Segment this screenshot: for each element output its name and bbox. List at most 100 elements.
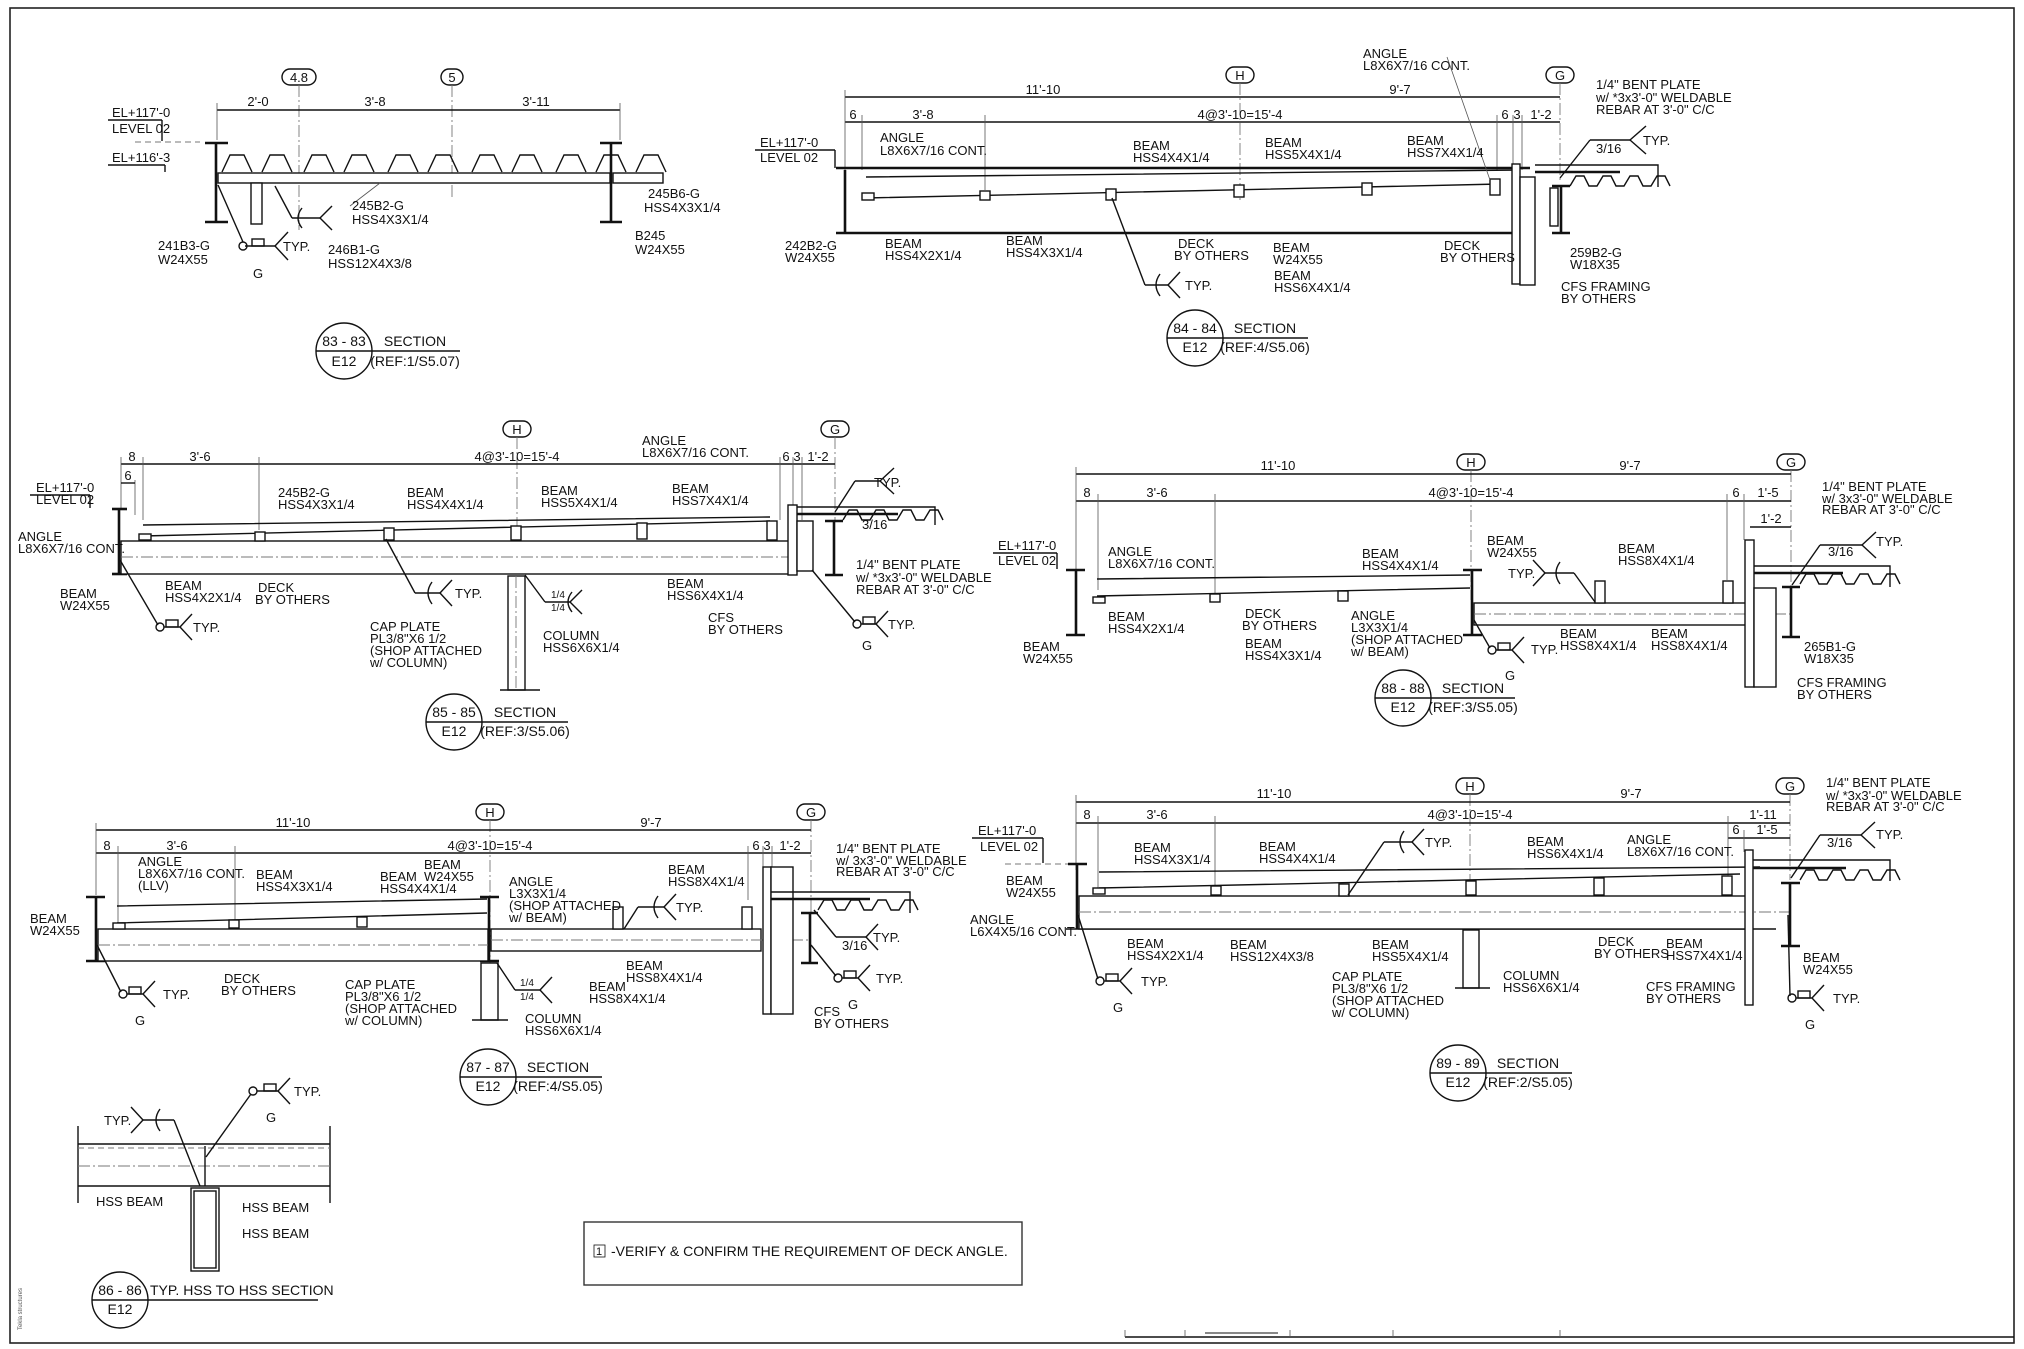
weld-symbol: TYP. — [623, 893, 703, 930]
drawing-label: H — [512, 422, 521, 437]
drawing-label: HSS12X4X3/8 — [1230, 949, 1314, 964]
drawing-label: BEAM — [1127, 936, 1164, 951]
drawing-label: L6X4X5/16 CONT. — [970, 924, 1077, 939]
drawing-label: BEAM — [1560, 626, 1597, 641]
drawing-label: E12 — [1391, 699, 1416, 715]
drawing-label: BEAM — [424, 857, 461, 872]
drawing-label: 1'-5 — [1756, 822, 1777, 837]
drawing-label: w/ COLUMN) — [344, 1013, 422, 1028]
drawing-label: HSS4X4X1/4 — [1362, 558, 1439, 573]
drawing-label: 6 — [849, 107, 856, 122]
drawing-label: REBAR AT 3'-0" C/C — [856, 582, 975, 597]
drawing-label: BEAM — [165, 578, 202, 593]
drawing-label: 259B2-G — [1570, 245, 1622, 260]
drawing-label: ANGLE — [1108, 544, 1152, 559]
drawing-label: 245B2-G — [352, 198, 404, 213]
drawing-label: 11'-10 — [1026, 82, 1061, 97]
drawing-label: E12 — [332, 353, 357, 369]
drawing-label: TYP. — [283, 239, 310, 254]
drawing-label: 3'-6 — [1146, 485, 1167, 500]
drawing-label: 265B1-G — [1804, 639, 1856, 654]
grid-bubble-h: H — [475, 803, 505, 821]
drawing-label: ANGLE — [1363, 46, 1407, 61]
drawing-label: TYP. — [1876, 827, 1903, 842]
drawing-label: CAP PLATE — [370, 619, 441, 634]
section-tag-89: 89 - 89 E12 SECTION (REF:2/S5.05) — [1429, 1044, 1573, 1102]
drawing-label: 246B1-G — [328, 242, 380, 257]
drawing-label: BEAM — [407, 485, 444, 500]
grid-bubble-g: G — [1775, 777, 1805, 795]
drawing-label: TYP. — [294, 1084, 321, 1099]
drawing-label: H — [1235, 68, 1244, 83]
drawing-label: 3/16 — [862, 517, 887, 532]
drawing-label: BEAM — [60, 586, 97, 601]
drawing-label: W18X35 — [1570, 257, 1620, 272]
drawing-label: COLUMN — [543, 628, 599, 643]
weld-symbol: TYP. — [1111, 197, 1212, 299]
drawing-label: HSS4X3X1/4 — [1134, 852, 1211, 867]
drawing-label: w/ 3x3'-0" WELDABLE — [835, 853, 967, 868]
drawing-label: 1'-2 — [807, 449, 828, 464]
drawing-label: w/ *3x3'-0" WELDABLE — [1825, 788, 1962, 803]
drawing-label: 6 — [1732, 822, 1739, 837]
drawing-label: TYP. HSS TO HSS SECTION — [150, 1282, 334, 1298]
drawing-label: 83 - 83 — [322, 333, 366, 349]
drawing-label: HSS8X4X1/4 — [1560, 638, 1637, 653]
drawing-label: HSS7X4X1/4 — [1407, 145, 1484, 160]
drawing-label: 3'-6 — [189, 449, 210, 464]
drawing-label: BEAM — [1618, 541, 1655, 556]
drawing-label: HSS4X2X1/4 — [885, 248, 962, 263]
weld-symbol: 3/16 TYP. — [1790, 821, 1903, 879]
drawing-label: L8X6X7/16 CONT. — [1363, 58, 1470, 73]
drawing-label: BEAM — [1527, 834, 1564, 849]
drawing-label: 87 - 87 — [466, 1059, 510, 1075]
weld-symbol: TYP. G — [96, 944, 190, 1028]
drawing-label: HSS4X3X1/4 — [278, 497, 355, 512]
drawing-label: BY OTHERS — [1440, 250, 1515, 265]
drawing-label: SECTION — [527, 1059, 589, 1075]
drawing-label: BEAM — [1259, 839, 1296, 854]
drawing-label: HSS4X3X1/4 — [256, 879, 333, 894]
drawing-label: CAP PLATE — [345, 977, 416, 992]
drawing-label: 1/4" BENT PLATE — [836, 841, 941, 856]
grid-bubble-5: 5 — [440, 68, 464, 86]
drawing-label: HSS6X4X1/4 — [1274, 280, 1351, 295]
drawing-label: W24X55 — [635, 242, 685, 257]
drawing-label: 1'-2 — [779, 838, 800, 853]
drawing-label: HSS4X4X1/4 — [1133, 150, 1210, 165]
drawing-label: REBAR AT 3'-0" C/C — [1822, 502, 1941, 517]
section-tag-83: 83 - 83 E12 SECTION (REF:1/S5.07) — [315, 322, 460, 380]
weld-symbol: TYP. G — [205, 1077, 321, 1158]
drawing-label: HSS4X4X1/4 — [1259, 851, 1336, 866]
drawing-label: (SHOP ATTACHED — [345, 1001, 457, 1016]
drawing-label: (REF:1/S5.07) — [370, 353, 459, 369]
drawing-label: BEAM — [1487, 533, 1524, 548]
drawing-label: E12 — [442, 723, 467, 739]
drawing-label: BEAM — [589, 979, 626, 994]
weld-symbol: TYP. — [385, 538, 482, 607]
drawing-label: PL3/8"X6 1/2 — [345, 989, 421, 1004]
drawing-label: BEAM — [1133, 138, 1170, 153]
weld-symbol: 1/4 1/4 — [496, 962, 553, 1004]
drawing-label: 1/4 — [520, 978, 534, 989]
drawing-label: PL3/8"X6 1/2 — [1332, 981, 1408, 996]
section-tag-84: 84 - 84 E12 SECTION (REF:4/S5.06) — [1166, 309, 1310, 367]
drawing-label: CAP PLATE — [1332, 969, 1403, 984]
drawing-label: CFS — [708, 610, 734, 625]
drawing-label: LEVEL 02 — [760, 150, 818, 165]
drawing-label: G — [1555, 68, 1565, 83]
drawing-label: EL+116'-3 — [112, 150, 170, 165]
drawing-label: w/ 3x3'-0" WELDABLE — [1821, 491, 1953, 506]
drawing-label: (LLV) — [138, 878, 169, 893]
drawing-label: BEAM — [1006, 233, 1043, 248]
drawing-label: ANGLE — [970, 912, 1014, 927]
drawing-label: G — [806, 805, 816, 820]
title-block-strip — [1124, 1330, 2014, 1338]
drawing-label: (REF:3/S5.05) — [1428, 699, 1517, 715]
weld-symbol: TYP. G — [1473, 619, 1558, 683]
drawing-label: G — [253, 266, 263, 281]
drawing-label: G — [135, 1013, 145, 1028]
drawing-label: HSS4X3X1/4 — [1006, 245, 1083, 260]
drawing-label: 242B2-G — [785, 238, 837, 253]
drawing-label: BY OTHERS — [708, 622, 783, 637]
